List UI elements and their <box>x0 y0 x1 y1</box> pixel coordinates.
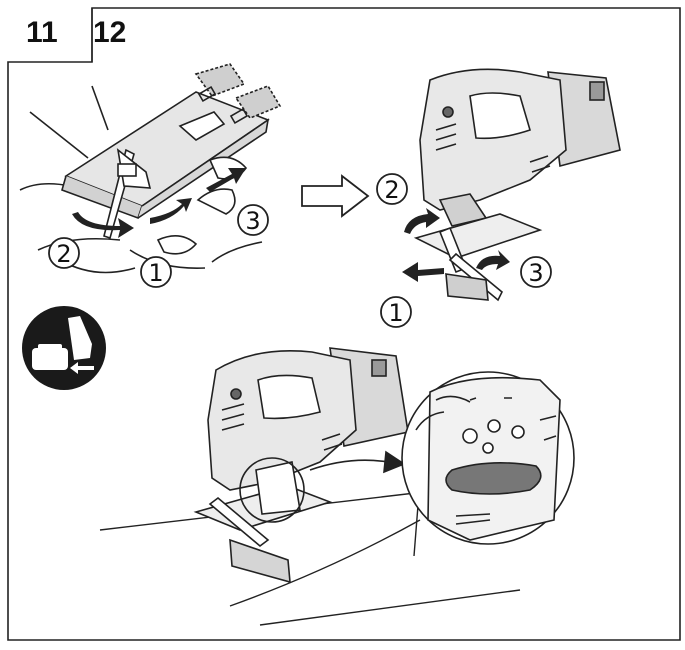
arrow-step-1-right <box>402 262 444 282</box>
step-2-right: 2 <box>384 176 399 204</box>
step-markers-right: 1 2 3 <box>376 173 552 328</box>
clamp-lever <box>178 111 226 141</box>
step-1-right: 1 <box>388 299 403 327</box>
blade-clamp-closeup <box>19 63 282 274</box>
step-3-right: 3 <box>528 259 543 287</box>
blade-holder <box>445 273 489 301</box>
rotate-arrow-icon <box>402 208 510 282</box>
step-3-left: 3 <box>245 207 260 235</box>
arrow-right-icon <box>301 174 370 218</box>
figure-number-previous: 11 <box>26 16 58 49</box>
arrow-step-3 <box>206 168 246 192</box>
step-markers-left: 1 2 3 <box>48 204 269 288</box>
magnifier-callout-icon <box>239 450 406 523</box>
zoom-detail <box>401 371 575 545</box>
step-2-left: 2 <box>56 240 71 268</box>
jigsaw-top-right <box>413 68 621 302</box>
step-1-left: 1 <box>148 259 163 287</box>
figure-number-current: 12 <box>93 16 127 49</box>
rotate-arrow-icon <box>72 198 192 238</box>
jigsaw-body-bottom <box>207 350 357 491</box>
jigsaw-body <box>419 68 567 211</box>
battery-removed-icon <box>22 306 106 390</box>
jigsaw-bottom <box>193 347 409 584</box>
lever-highlight <box>445 462 542 495</box>
shoe-tab-right <box>234 85 282 119</box>
